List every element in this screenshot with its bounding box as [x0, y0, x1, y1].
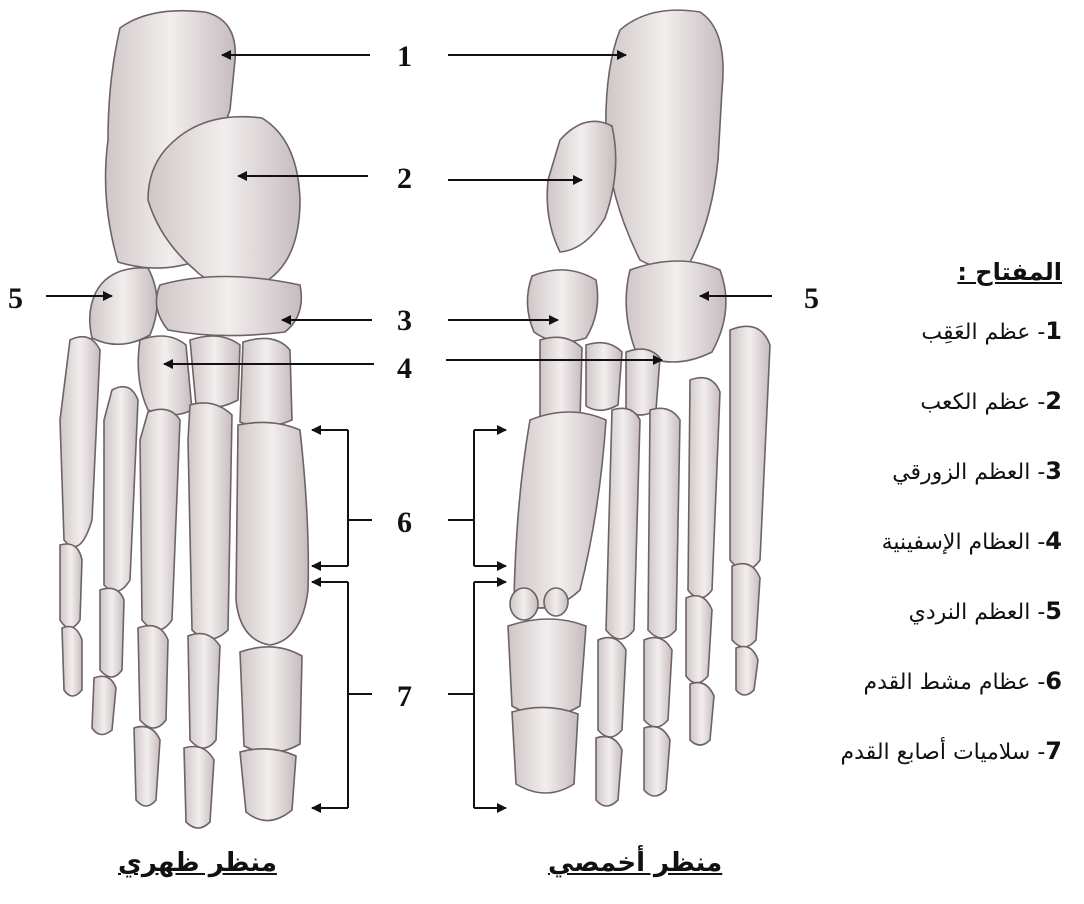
dorsal-phalanx-bone	[188, 634, 220, 748]
dorsal-phalanx-bone	[138, 626, 168, 728]
plantar-cuneiform-bone	[586, 343, 622, 411]
legend-item: 6- عظام مشط القدم	[762, 666, 1062, 696]
legend-item-label: العظم الزورقي	[892, 460, 1030, 485]
dorsal-phalanx-bone	[184, 747, 214, 829]
plantar-phalanx-bone	[686, 596, 712, 683]
plantar-phalanx-bone	[690, 683, 714, 746]
plantar-navicular-bone	[527, 270, 597, 342]
legend-item-number: 3	[1045, 457, 1062, 485]
dorsal-phalanx-bone	[100, 588, 124, 677]
dorsal-foot-illustration	[60, 11, 308, 828]
plantar-phalanx-bone	[512, 707, 578, 793]
legend-item-label: سلاميات أصابع القدم	[841, 740, 1031, 765]
plantar-metatarsal-bone	[648, 408, 680, 638]
dorsal-navicular-bone	[156, 277, 301, 336]
dorsal-metatarsal-bone	[104, 387, 138, 592]
legend-item-number: 6	[1045, 667, 1062, 695]
plantar-metatarsal-bone	[514, 412, 606, 608]
dorsal-cuneiform-bone	[190, 336, 240, 408]
legend-item-label: العظام الإسفينية	[882, 530, 1031, 555]
plantar-foot-illustration	[508, 10, 770, 806]
legend-item-number: 4	[1045, 527, 1062, 555]
dorsal-phalanx-bone	[92, 676, 116, 734]
dorsal-phalanx-bone	[134, 727, 160, 807]
dorsal-phalanx-bone	[240, 647, 302, 753]
callout-number-1: 1	[397, 40, 412, 73]
plantar-sesamoid-bone	[510, 588, 538, 620]
legend-item-label: العظم النردي	[909, 600, 1031, 625]
callout-number-7: 7	[397, 680, 412, 713]
dorsal-phalanx-bone	[60, 544, 82, 628]
callout-number-4: 4	[397, 352, 412, 385]
plantar-talus-bone	[547, 121, 616, 252]
legend-item: 4- العظام الإسفينية	[762, 526, 1062, 556]
legend-item: 7- سلاميات أصابع القدم	[762, 736, 1062, 766]
callout-number-3: 3	[397, 304, 412, 337]
legend-item: 5- العظم النردي	[762, 596, 1062, 626]
plantar-phalanx-bone	[732, 564, 760, 647]
plantar-phalanx-bone	[598, 638, 626, 737]
dorsal-metatarsal-bone	[236, 422, 308, 645]
legend-item-label: عظام مشط القدم	[863, 670, 1030, 695]
dorsal-metatarsal-bone	[60, 337, 100, 547]
callout-number-6: 6	[397, 506, 412, 539]
legend-item-number: 5	[1045, 597, 1062, 625]
legend-item: 1- عظم العَقِب	[762, 316, 1062, 346]
plantar-phalanx-bone	[508, 619, 586, 716]
dorsal-cuneiform-bone	[240, 338, 292, 426]
legend-item-number: 1	[1045, 317, 1062, 345]
plantar-cuneiform-bone	[626, 349, 660, 415]
callout-number-2: 2	[397, 162, 412, 195]
dorsal-phalanx-bone	[62, 627, 82, 697]
dorsal-metatarsal-bone	[188, 403, 232, 639]
dorsal-cuneiform-bone	[138, 336, 192, 415]
plantar-view-title: منظر أخمصي	[548, 848, 722, 878]
legend-item: 3- العظم الزورقي	[762, 456, 1062, 486]
dorsal-view-title: منظر ظهري	[118, 848, 277, 878]
plantar-phalanx-bone	[644, 727, 670, 797]
legend-item-number: 7	[1045, 737, 1062, 765]
plantar-metatarsal-bone	[688, 378, 720, 598]
legend-item: 2- عظم الكعب	[762, 386, 1062, 416]
plantar-metatarsal-bone	[606, 408, 640, 639]
bracket-6-left	[348, 430, 372, 566]
plantar-phalanx-bone	[644, 638, 672, 727]
dorsal-cuboid-bone	[90, 268, 157, 344]
legend-key: المفتاح : 1- عظم العَقِب 2- عظم الكعب 3-…	[762, 258, 1062, 806]
legend-item-number: 2	[1045, 387, 1062, 415]
legend-item-label: عظم الكعب	[920, 390, 1030, 415]
plantar-phalanx-bone	[596, 737, 622, 807]
plantar-cuboid-bone	[626, 261, 726, 362]
plantar-calcaneus-bone	[606, 10, 723, 266]
plantar-sesamoid-bone	[544, 588, 568, 616]
bracket-6-right	[448, 430, 474, 566]
plantar-phalanx-bone	[736, 647, 758, 696]
legend-title: المفتاح :	[762, 258, 1062, 286]
dorsal-phalanx-bone	[240, 749, 296, 821]
callout-number-5-left: 5	[8, 282, 23, 315]
dorsal-metatarsal-bone	[140, 409, 180, 630]
bracket-7-left	[348, 582, 372, 808]
bracket-7-right	[448, 582, 474, 808]
legend-item-label: عظم العَقِب	[921, 320, 1030, 345]
